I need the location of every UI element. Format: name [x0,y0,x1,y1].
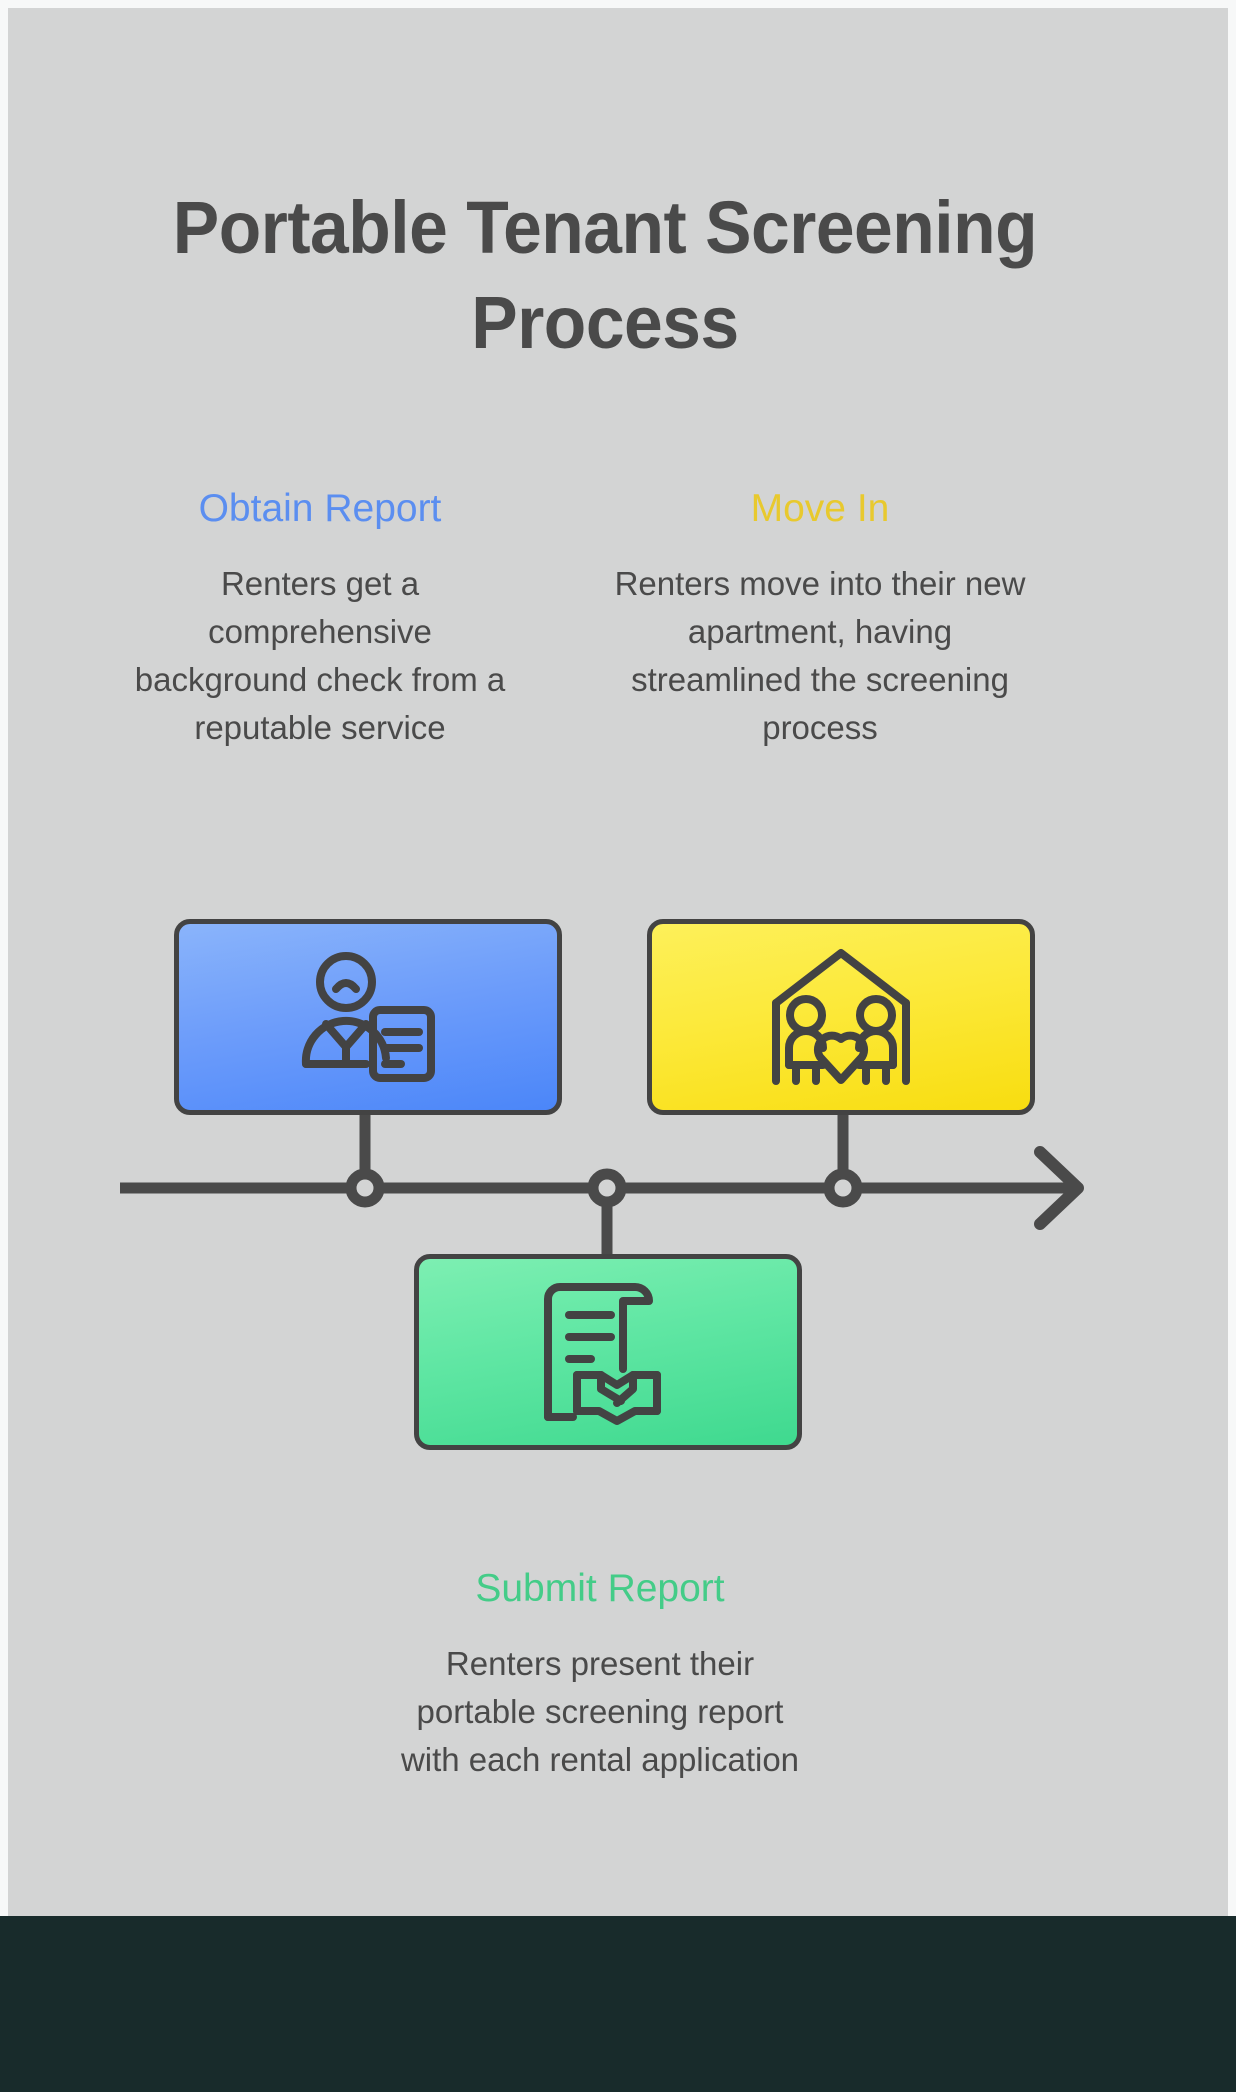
step-description-submit-report: Renters present their portable screening… [400,1645,800,1778]
step-card-move-in[interactable] [647,919,1035,1115]
step-card-submit-report[interactable] [414,1254,802,1450]
step-heading-obtain-report: Obtain Report [198,487,442,530]
step-description-move-in: Renters move into their new apartment, h… [614,565,1026,746]
step-heading-submit-report: Submit Report [475,1567,725,1610]
step-description-obtain-report: Renters get a comprehensive background c… [134,565,506,746]
step-heading-move-in: Move In [750,487,890,530]
step-card-obtain-report[interactable] [174,919,562,1115]
person-with-document-icon [301,952,435,1082]
document-handshake-icon [544,1283,661,1425]
page-title: Portable Tenant Screening Process [172,186,1038,364]
footer-band [0,1916,1236,2092]
house-family-heart-icon [772,948,910,1085]
